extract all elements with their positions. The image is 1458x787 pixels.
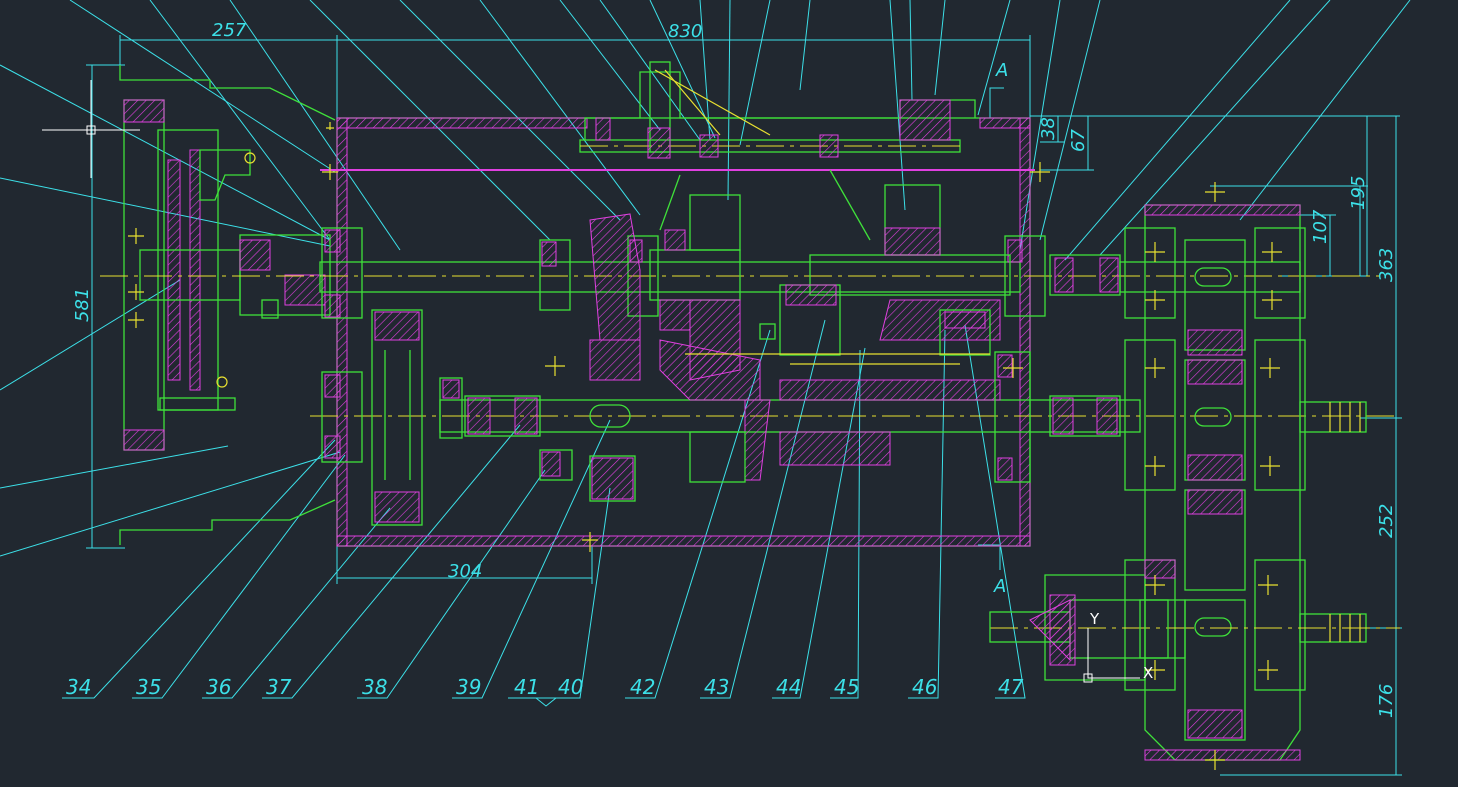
input-shaft	[100, 169, 1380, 381]
callout-47: 47	[998, 675, 1024, 699]
bolt-markers	[128, 122, 1282, 770]
dim-195: 195	[1348, 176, 1369, 210]
part-callouts: 34 35 36 37 38 39 41 40 42 43 44 45 46 47	[66, 675, 1024, 699]
callout-46: 46	[912, 675, 937, 699]
transfer-case	[989, 204, 1400, 761]
dim-830: 830	[668, 21, 702, 42]
clutch-assembly	[119, 65, 336, 545]
ucs-labels: Y X	[1089, 610, 1153, 682]
section-mark-top: A	[995, 60, 1008, 81]
callout-45: 45	[834, 675, 859, 699]
ucs-y-label: Y	[1089, 610, 1100, 628]
crosshair-cursor-icon	[42, 80, 140, 178]
dim-176: 176	[1376, 684, 1397, 718]
dimension-labels: 257 830 581 304 38 67 195 107 363 252 17…	[72, 20, 1397, 718]
dim-257: 257	[212, 20, 247, 41]
dim-363: 363	[1376, 248, 1397, 282]
dim-38: 38	[1038, 117, 1059, 140]
section-mark-bottom: A	[993, 576, 1006, 597]
callout-44: 44	[776, 675, 801, 699]
dim-67: 67	[1068, 129, 1089, 152]
dim-304: 304	[448, 561, 482, 582]
leader-lines-bottom	[62, 319, 1026, 707]
dim-107: 107	[1310, 209, 1331, 244]
main-housing	[320, 61, 1035, 547]
ucs-icon	[1083, 628, 1140, 683]
callout-43: 43	[704, 675, 729, 699]
callout-34: 34	[66, 675, 91, 699]
dim-581: 581	[72, 288, 93, 322]
callout-39: 39	[456, 675, 481, 699]
dim-252: 252	[1376, 504, 1397, 538]
output-shaft	[310, 284, 1400, 526]
dimension-lines	[86, 35, 1402, 776]
callout-35: 35	[136, 675, 161, 699]
callout-37: 37	[266, 675, 292, 699]
callout-40: 40	[558, 675, 583, 699]
callout-41: 41	[514, 675, 539, 699]
leader-lines-top	[0, 0, 1411, 557]
callout-36: 36	[206, 675, 231, 699]
callout-42: 42	[630, 675, 655, 699]
ucs-x-label: X	[1143, 664, 1153, 682]
callout-38: 38	[362, 675, 387, 699]
